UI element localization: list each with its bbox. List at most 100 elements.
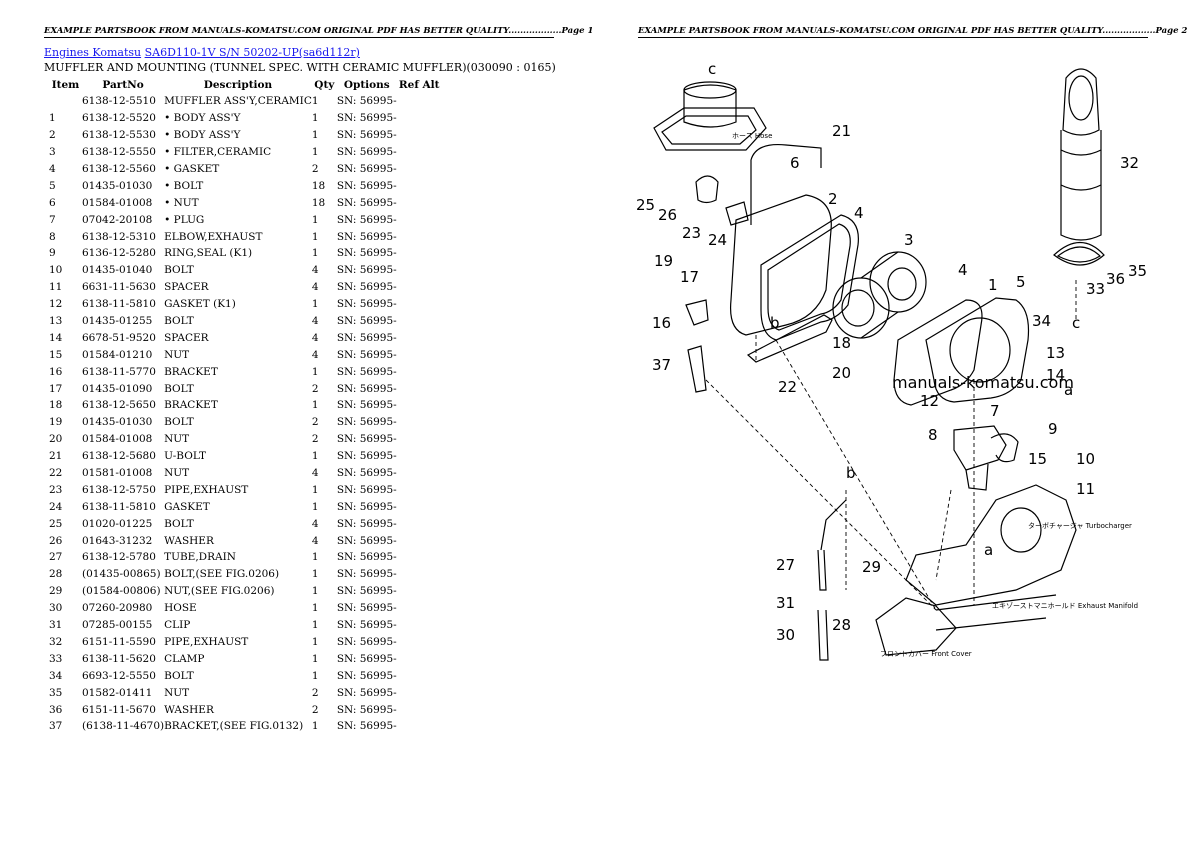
breadcrumb: Engines Komatsu SA6D110-1V S/N 50202-UP(…: [44, 46, 360, 59]
cell-refalt: [397, 313, 442, 330]
cell-partno: 6138-12-5650: [82, 399, 156, 412]
cell-options: SN: 56995-: [336, 534, 397, 547]
cell-options: SN: 56995-: [336, 331, 397, 344]
cell-qty: 1: [311, 129, 319, 142]
cell-partno: 01435-01040: [82, 264, 153, 277]
cell-item: 7: [49, 213, 56, 226]
cell-item: 8: [49, 230, 56, 243]
cell-refalt: [397, 144, 442, 161]
callout-6: 6: [790, 154, 800, 172]
cell-qty: 1: [311, 483, 319, 496]
muffler-body-right-drawing: [893, 297, 1030, 406]
cell-item: 35: [49, 686, 63, 699]
callout-4-left: 4: [854, 204, 864, 222]
cell-qty: 1: [311, 112, 319, 125]
cell-qty: 4: [311, 331, 319, 344]
cell-description: WASHER: [164, 534, 214, 547]
watermark-text: manuals-komatsu.com: [892, 373, 1074, 392]
cell-item: 26: [49, 534, 63, 547]
gasket-24-drawing: [725, 201, 749, 226]
cell-qty: 1: [311, 602, 319, 615]
cell-partno: 01584-01210: [82, 348, 153, 361]
cell-refalt: [397, 431, 442, 448]
cell-description: RING,SEAL (K1): [164, 247, 253, 260]
cell-options: SN: 56995-: [336, 517, 397, 530]
cell-refalt: [397, 110, 442, 127]
callout-5: 5: [1016, 273, 1026, 291]
cell-item: 5: [49, 179, 56, 192]
letter-c-right: c: [1072, 314, 1080, 332]
callout-32: 32: [1120, 154, 1139, 172]
cell-partno: 6138-12-5510: [82, 95, 156, 108]
callout-30: 30: [776, 626, 795, 644]
page-header-right: EXAMPLE PARTSBOOK FROM MANUALS-KOMATSU.C…: [638, 26, 1188, 38]
cell-refalt: [397, 718, 442, 735]
cell-description: NUT,(SEE FIG.0206): [164, 585, 275, 598]
cell-item: 19: [49, 416, 63, 429]
callout-29: 29: [862, 558, 881, 576]
breadcrumb-link-engines[interactable]: Engines Komatsu: [44, 46, 142, 59]
cell-partno: 01643-31232: [82, 534, 153, 547]
callout-9: 9: [1048, 420, 1058, 438]
manifold-note: エキゾーストマニホールド Exhaust Manifold: [992, 602, 1138, 610]
cell-partno: 6678-51-9520: [82, 331, 156, 344]
cell-refalt: [397, 667, 442, 684]
callout-4-right: 4: [958, 261, 968, 279]
cell-description: BOLT: [164, 416, 194, 429]
cell-item: 37: [49, 720, 63, 733]
cell-options: SN: 56995-: [336, 196, 397, 209]
elbow-drawing: [953, 425, 1019, 491]
cell-options: SN: 56995-: [336, 213, 397, 226]
cell-qty: 1: [311, 146, 319, 159]
cell-description: BOLT: [164, 517, 194, 530]
cell-options: SN: 56995-: [336, 551, 397, 564]
breadcrumb-link-model[interactable]: SA6D110-1V S/N 50202-UP(sa6d112r): [144, 46, 360, 59]
exhaust-pipe-drawing: [1053, 68, 1105, 266]
cell-item: 25: [49, 517, 63, 530]
cell-item: 18: [49, 399, 63, 412]
cell-qty: 1: [311, 669, 319, 682]
cell-item: 22: [49, 467, 63, 480]
page-title: MUFFLER AND MOUNTING (TUNNEL SPEC. WITH …: [44, 61, 556, 74]
cell-qty: 1: [311, 298, 319, 311]
cell-description: BOLT,(SEE FIG.0206): [164, 568, 280, 581]
cell-refalt: [397, 701, 442, 718]
col-header-refalt: Ref Alt: [398, 78, 440, 91]
cell-options: SN: 56995-: [336, 365, 397, 378]
callout-2: 2: [828, 190, 838, 208]
cell-partno: 01584-01008: [82, 433, 153, 446]
callout-34: 34: [1032, 312, 1051, 330]
cell-description: NUT: [164, 467, 190, 480]
cell-qty: 18: [311, 179, 326, 192]
cell-options: SN: 56995-: [336, 95, 397, 108]
cell-options: SN: 56995-: [336, 602, 397, 615]
cell-description: BOLT: [164, 315, 194, 328]
cell-qty: 1: [311, 635, 319, 648]
cell-qty: 2: [311, 416, 319, 429]
turbo-note: ターボチャージャ Turbocharger: [1028, 521, 1132, 530]
cell-item: 15: [49, 348, 63, 361]
cell-description: HOSE: [164, 602, 197, 615]
cell-qty: 1: [311, 500, 319, 513]
cell-options: SN: 56995-: [336, 635, 397, 648]
callout-11: 11: [1076, 480, 1095, 498]
cell-refalt: [397, 566, 442, 583]
cell-partno: 6136-12-5280: [82, 247, 156, 260]
cell-description: • NUT: [164, 196, 199, 209]
cell-qty: 2: [311, 382, 319, 395]
cell-options: SN: 56995-: [336, 230, 397, 243]
cell-item: 32: [49, 635, 63, 648]
col-header-qty: Qty: [314, 78, 335, 91]
bracket-16-drawing: [685, 299, 709, 326]
cell-description: U-BOLT: [164, 450, 206, 463]
